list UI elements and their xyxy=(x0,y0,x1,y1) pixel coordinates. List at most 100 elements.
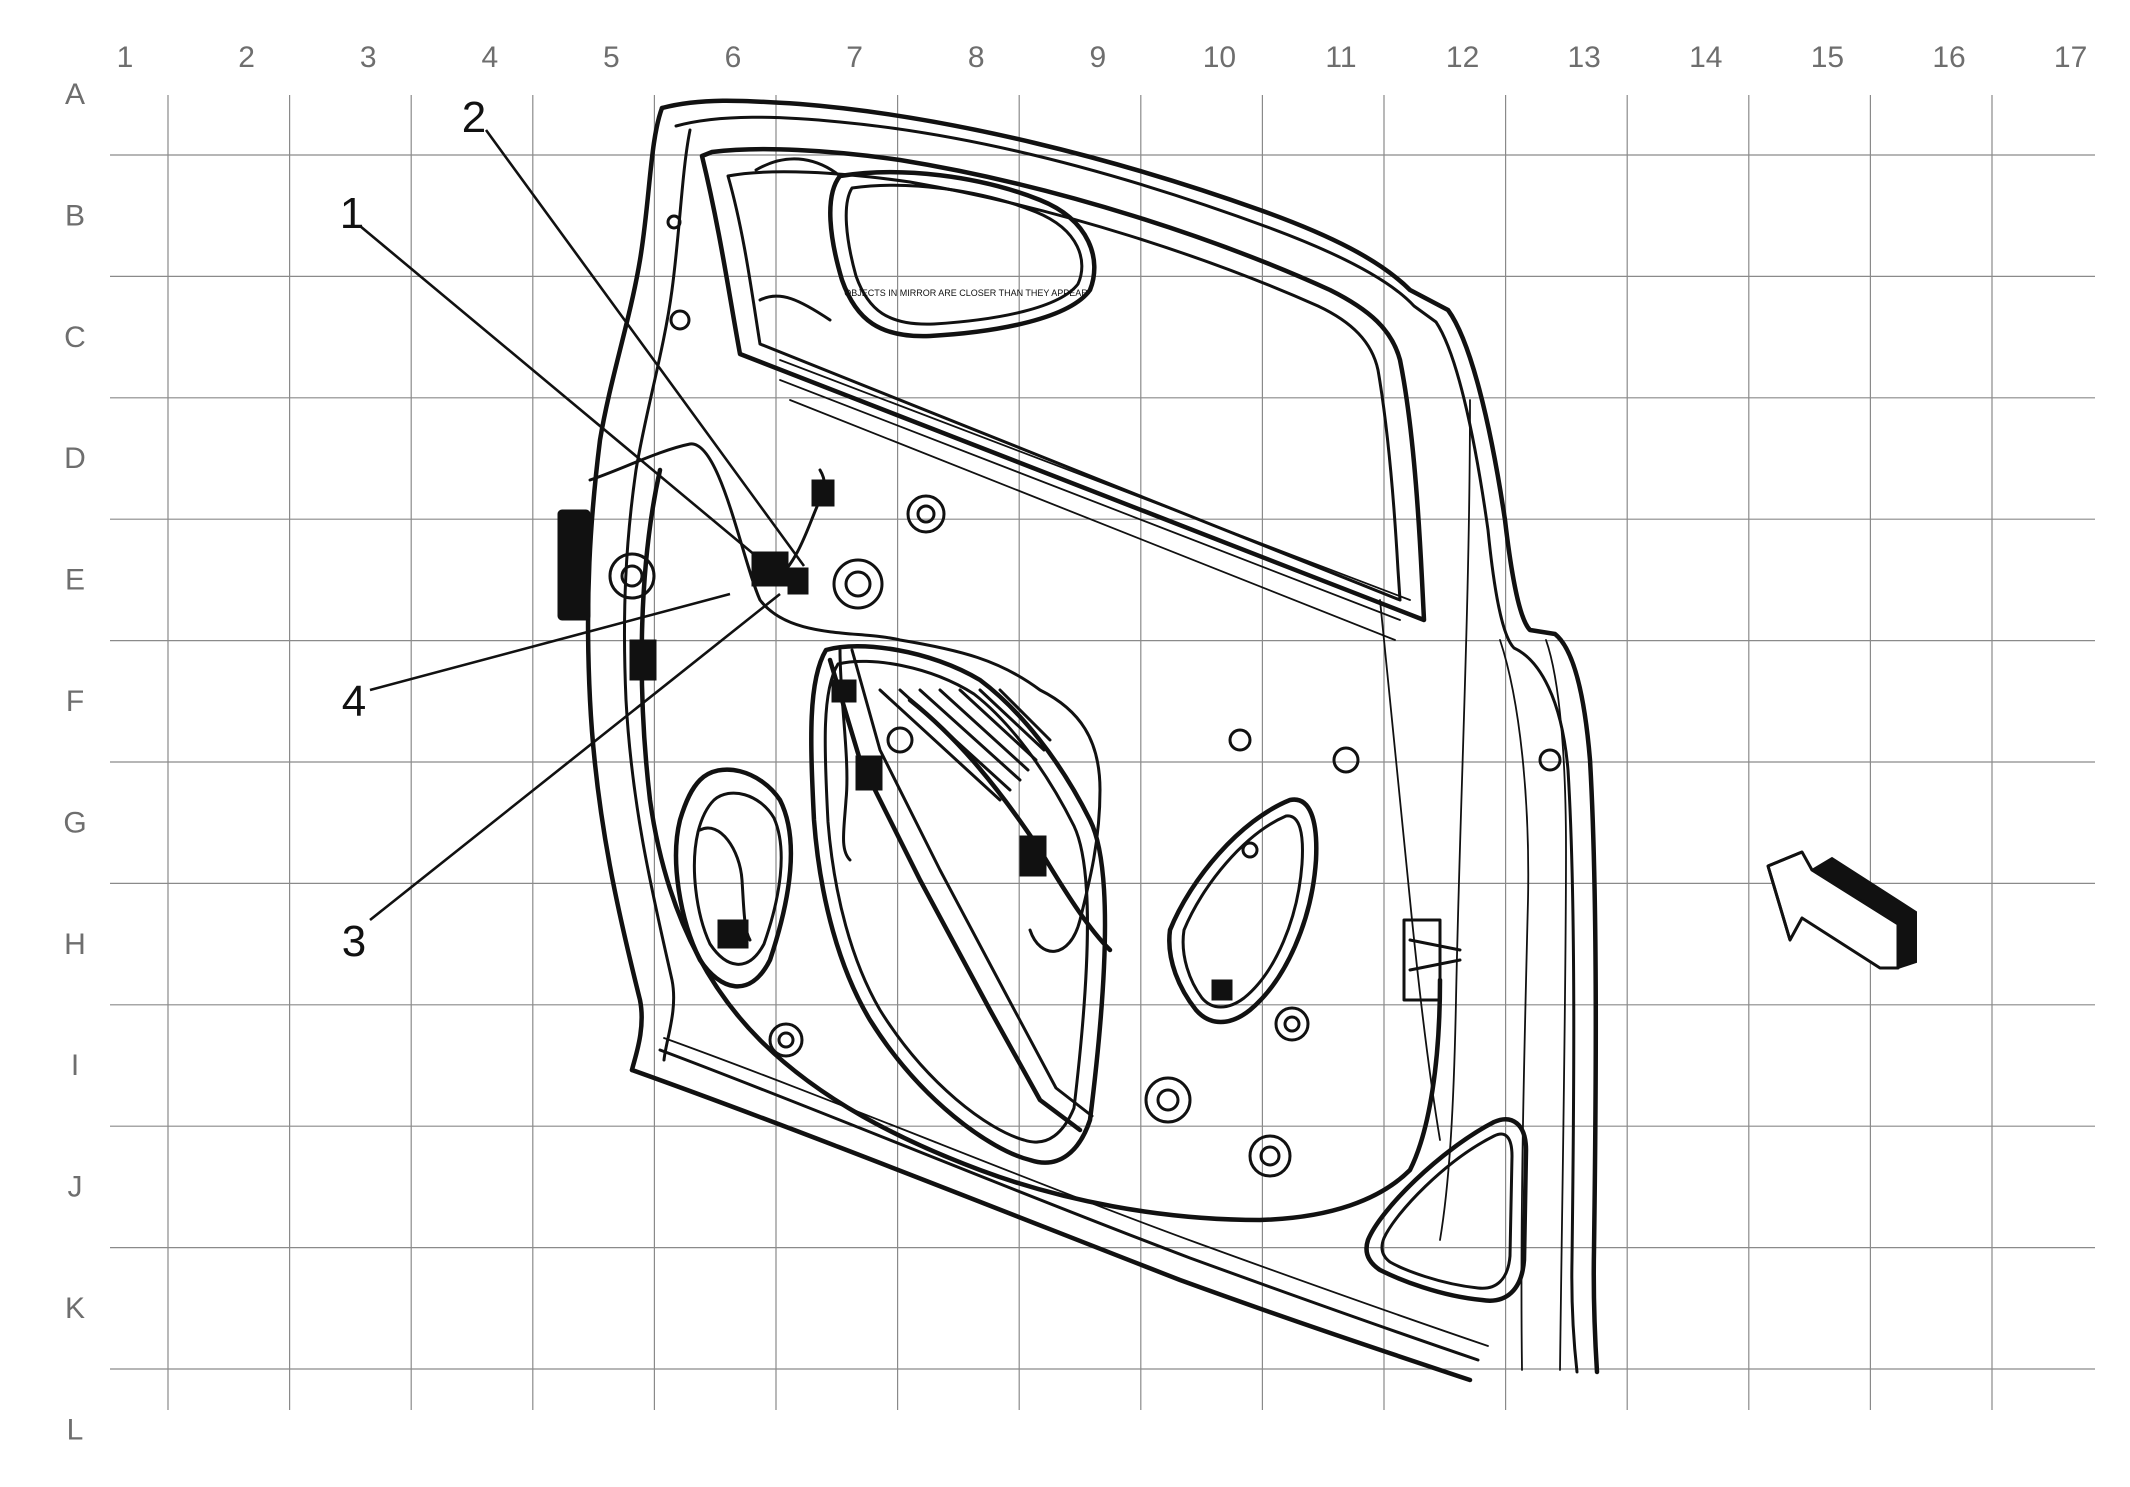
door-inner-panel-drawing: OBJECTS IN MIRROR ARE CLOSER THAN THEY A… xyxy=(557,98,1600,1383)
panel-hole xyxy=(1144,1076,1192,1124)
panel-hole xyxy=(844,570,872,598)
view-direction-arrow-icon xyxy=(1766,850,1917,970)
grid-column-label: 17 xyxy=(2054,41,2087,74)
inner-panel-contour xyxy=(639,467,1443,1223)
callout-line-3 xyxy=(369,592,781,922)
callout-line-4 xyxy=(369,592,731,692)
door-latch-bracket xyxy=(1402,918,1462,1002)
grid-column-label: 11 xyxy=(1325,41,1356,74)
connector-1 xyxy=(751,551,789,587)
grid-row-label: C xyxy=(64,321,86,354)
grid-row-label: A xyxy=(65,78,85,111)
grid-column-label: 14 xyxy=(1689,41,1722,74)
connector-speaker xyxy=(717,919,749,949)
reference-grid xyxy=(110,95,2095,1410)
connector-upper xyxy=(811,479,835,507)
grid-column-label: 3 xyxy=(360,41,377,74)
harness-grommet xyxy=(629,639,657,681)
inner-panel-contour-2 xyxy=(1379,599,1441,1141)
side-mirror-glass xyxy=(828,169,1097,339)
panel-hole xyxy=(1241,841,1259,859)
callout-line-1 xyxy=(359,225,757,557)
access-hole-lower xyxy=(809,644,1108,1165)
panel-hole xyxy=(1538,748,1562,772)
grid-row-label: B xyxy=(65,199,85,232)
grid-row-label: G xyxy=(63,806,86,839)
panel-hole xyxy=(1228,728,1252,752)
grid-column-label: 2 xyxy=(238,41,255,74)
window-regulator-hatch xyxy=(878,688,1052,802)
rear-lower-pocket-inner xyxy=(1380,1132,1514,1290)
window-channel-line xyxy=(779,359,1411,641)
side-mirror-glass-inner xyxy=(844,183,1084,326)
panel-hole xyxy=(666,214,682,230)
door-outer-frame-inner-edge xyxy=(674,115,1579,1374)
wire-harness-main xyxy=(588,442,1102,953)
door-bottom-sill xyxy=(629,1067,1473,1383)
panel-hole xyxy=(620,564,644,588)
door-front-edge-inner xyxy=(622,128,692,1062)
window-regulator-rail-front-2 xyxy=(850,648,1094,1118)
callouts: 1 2 3 4 xyxy=(340,93,806,966)
access-hole-lower-inner xyxy=(823,659,1089,1144)
mirror-warning-text: OBJECTS IN MIRROR ARE CLOSER THAN THEY A… xyxy=(844,288,1088,298)
panel-hole xyxy=(1283,1015,1301,1033)
panel-hole xyxy=(1259,1145,1281,1167)
callout-line-2 xyxy=(484,129,806,567)
door-frame-rear-edge-c xyxy=(1499,639,1530,1371)
grid-row-label: H xyxy=(64,928,86,961)
door-frame-rear-edge-b xyxy=(1545,639,1567,1371)
panel-hole xyxy=(1274,1006,1310,1042)
panel-hole xyxy=(1248,1134,1292,1178)
connector-2 xyxy=(787,567,809,595)
grid-column-label: 9 xyxy=(1089,41,1106,74)
window-frame-inner xyxy=(726,170,1402,602)
door-hinge-connector xyxy=(557,509,591,621)
grid-column-label: 16 xyxy=(1932,41,1965,74)
callout-label-2: 2 xyxy=(462,93,486,142)
panel-holes xyxy=(608,214,1562,1178)
speaker-opening-inner xyxy=(692,791,783,966)
window-frame-outer xyxy=(699,146,1427,623)
grid-column-label: 5 xyxy=(603,41,620,74)
panel-hole xyxy=(832,558,884,610)
speaker-opening xyxy=(673,767,794,989)
grid-row-label: D xyxy=(64,442,86,475)
connector-rear xyxy=(1211,979,1233,1001)
door-bottom-sill-3 xyxy=(663,1037,1489,1347)
grid-row-label: J xyxy=(68,1171,83,1204)
panel-hole xyxy=(1332,746,1360,774)
grid-column-label: 6 xyxy=(725,41,742,74)
panel-hole xyxy=(777,1031,795,1049)
callout-label-4: 4 xyxy=(342,677,366,726)
grid-column-label: 13 xyxy=(1568,41,1601,74)
callout-label-3: 3 xyxy=(342,917,366,966)
callout-label-1: 1 xyxy=(340,189,364,238)
panel-hole xyxy=(768,1022,804,1058)
grid-column-label: 1 xyxy=(117,41,134,74)
panel-hole xyxy=(906,494,946,534)
access-hole-rear-inner xyxy=(1181,814,1304,1009)
grid-column-label: 10 xyxy=(1203,41,1236,74)
grid-column-label: 15 xyxy=(1811,41,1844,74)
grid-column-label: 7 xyxy=(846,41,863,74)
panel-hole xyxy=(886,726,914,754)
panel-hole xyxy=(608,552,656,600)
access-hole-rear xyxy=(1167,797,1319,1025)
grid-row-label: K xyxy=(65,1292,85,1325)
grid-row-label: I xyxy=(71,1049,79,1082)
panel-hole xyxy=(1156,1088,1180,1112)
grid-column-label: 12 xyxy=(1446,41,1479,74)
door-bottom-sill-2 xyxy=(658,1048,1480,1362)
grid-column-label: 8 xyxy=(968,41,985,74)
mirror-housing xyxy=(754,157,842,322)
rear-lower-pocket xyxy=(1364,1117,1529,1303)
grid-row-label: E xyxy=(65,564,85,597)
grid-column-label: 4 xyxy=(481,41,498,74)
grid-row-label: F xyxy=(66,685,84,718)
connector-regulator xyxy=(831,679,857,703)
